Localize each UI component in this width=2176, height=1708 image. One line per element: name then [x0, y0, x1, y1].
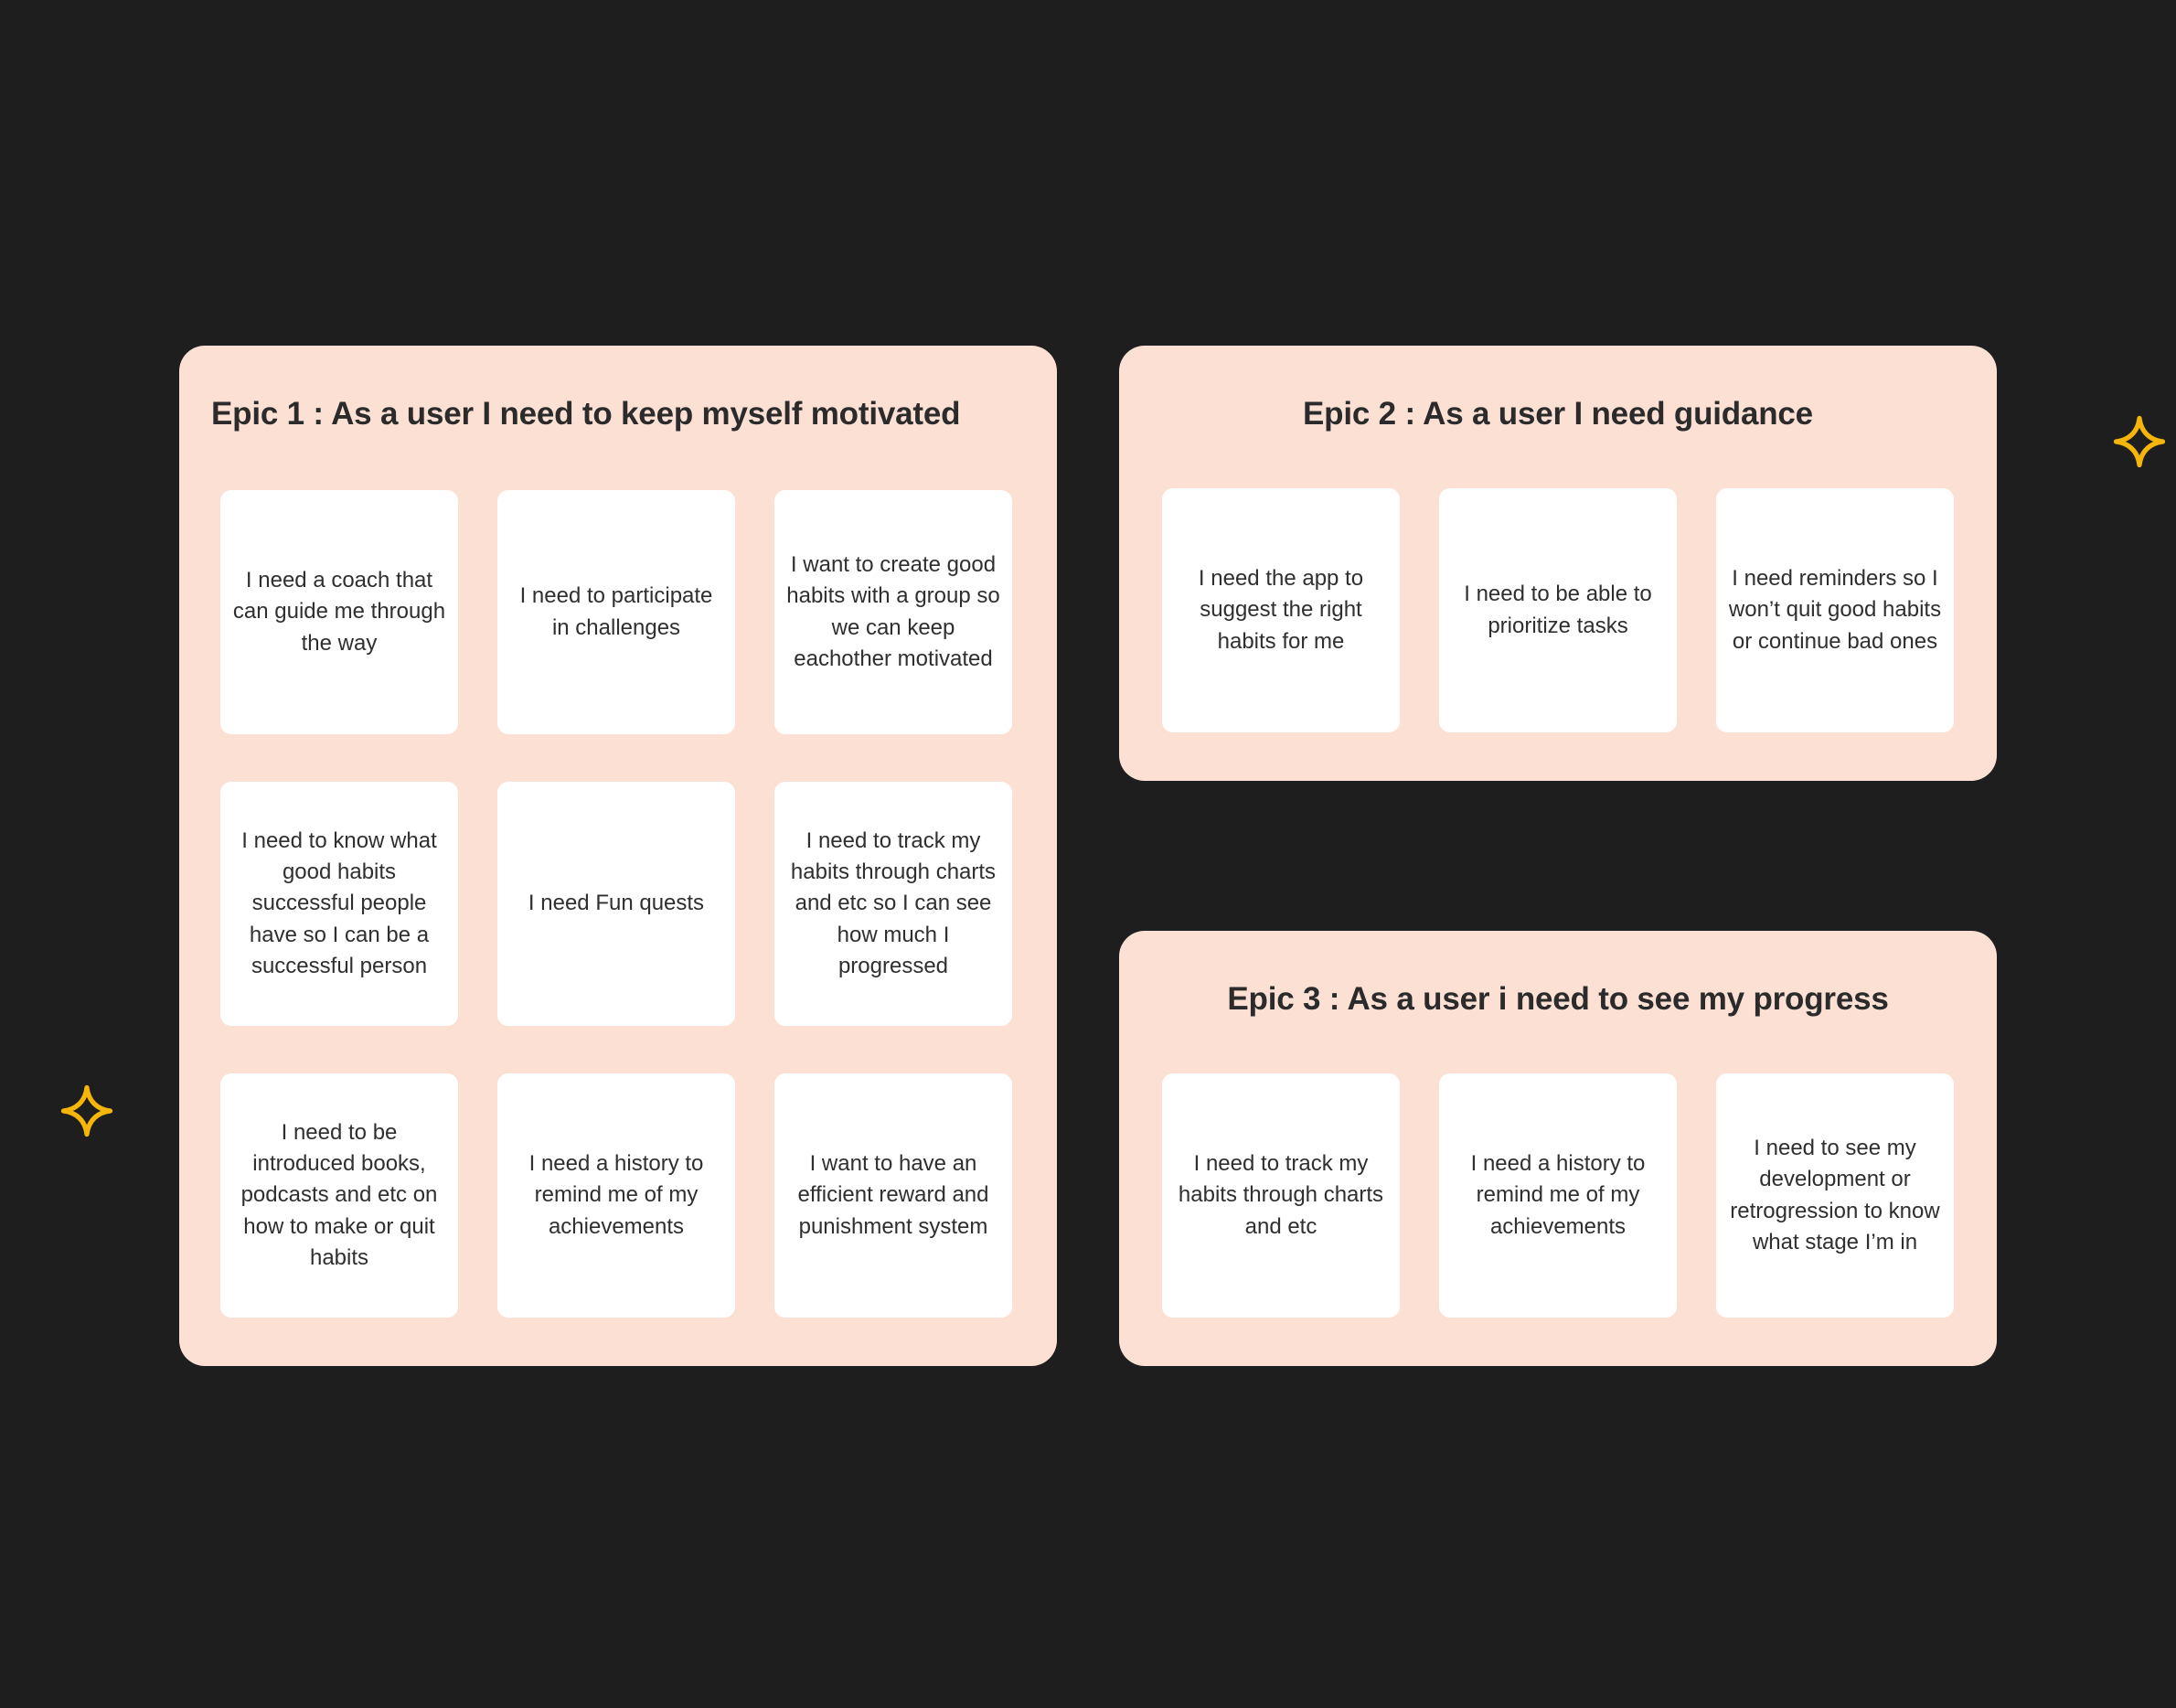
story-card[interactable]: I need to participate in challenges — [497, 490, 735, 734]
epic-2-title: Epic 2 : As a user I need guidance — [1303, 396, 1813, 432]
epic-2-card-grid: I need the app to suggest the right habi… — [1162, 488, 1954, 732]
four-point-star-icon — [60, 1084, 113, 1137]
story-card-text: I need to see my development or retrogre… — [1730, 1136, 1940, 1254]
four-point-star-icon — [2113, 415, 2166, 468]
story-card-text: I need reminders so I won’t quit good ha… — [1728, 566, 1942, 654]
story-card-text: I need Fun quests — [528, 891, 705, 916]
story-card[interactable]: I want to have an efficient reward and p… — [774, 1073, 1012, 1318]
epic-3-title: Epic 3 : As a user i need to see my prog… — [1227, 981, 1889, 1017]
story-card[interactable]: I need Fun quests — [497, 782, 735, 1026]
story-card[interactable]: I want to create good habits with a grou… — [774, 490, 1012, 734]
story-card[interactable]: I need a history to remind me of my achi… — [497, 1073, 735, 1318]
story-card[interactable]: I need reminders so I won’t quit good ha… — [1716, 488, 1954, 732]
story-card[interactable]: I need a history to remind me of my achi… — [1439, 1073, 1677, 1318]
story-card-text: I need a history to remind me of my achi… — [1470, 1151, 1646, 1239]
story-card[interactable]: I need to know what good habits successf… — [220, 782, 458, 1026]
story-card[interactable]: I need to track my habits through charts… — [1162, 1073, 1400, 1318]
story-card-text: I need to know what good habits successf… — [241, 828, 437, 978]
story-card[interactable]: I need to track my habits through charts… — [774, 782, 1012, 1026]
story-card-text: I want to create good habits with a grou… — [786, 552, 1000, 671]
story-card[interactable]: I need a coach that can guide me through… — [220, 490, 458, 734]
story-card-text: I need to participate in challenges — [519, 583, 713, 640]
story-card-text: I need to track my habits through charts… — [1178, 1151, 1384, 1239]
story-card-text: I need a coach that can guide me through… — [232, 568, 446, 656]
story-card-text: I need to track my habits through charts… — [790, 828, 997, 978]
story-card[interactable]: I need the app to suggest the right habi… — [1162, 488, 1400, 732]
story-card[interactable]: I need to be able to prioritize tasks — [1439, 488, 1677, 732]
epic-panel-3: Epic 3 : As a user i need to see my prog… — [1119, 931, 1997, 1366]
story-card-text: I need the app to suggest the right habi… — [1198, 566, 1364, 654]
story-card-text: I want to have an efficient reward and p… — [797, 1151, 989, 1239]
story-card-text: I need to be able to prioritize tasks — [1464, 582, 1652, 638]
epic-1-card-grid: I need a coach that can guide me through… — [220, 490, 1012, 1318]
story-card[interactable]: I need to be introduced books, podcasts … — [220, 1073, 458, 1318]
epic-3-card-grid: I need to track my habits through charts… — [1162, 1073, 1954, 1318]
story-card-text: I need a history to remind me of my achi… — [528, 1151, 704, 1239]
story-card-text: I need to be introduced books, podcasts … — [240, 1120, 438, 1270]
epic-1-title: Epic 1 : As a user I need to keep myself… — [211, 396, 961, 432]
story-card[interactable]: I need to see my development or retrogre… — [1716, 1073, 1954, 1318]
epic-panel-2: Epic 2 : As a user I need guidance I nee… — [1119, 346, 1997, 781]
epic-panel-1: Epic 1 : As a user I need to keep myself… — [179, 346, 1057, 1366]
